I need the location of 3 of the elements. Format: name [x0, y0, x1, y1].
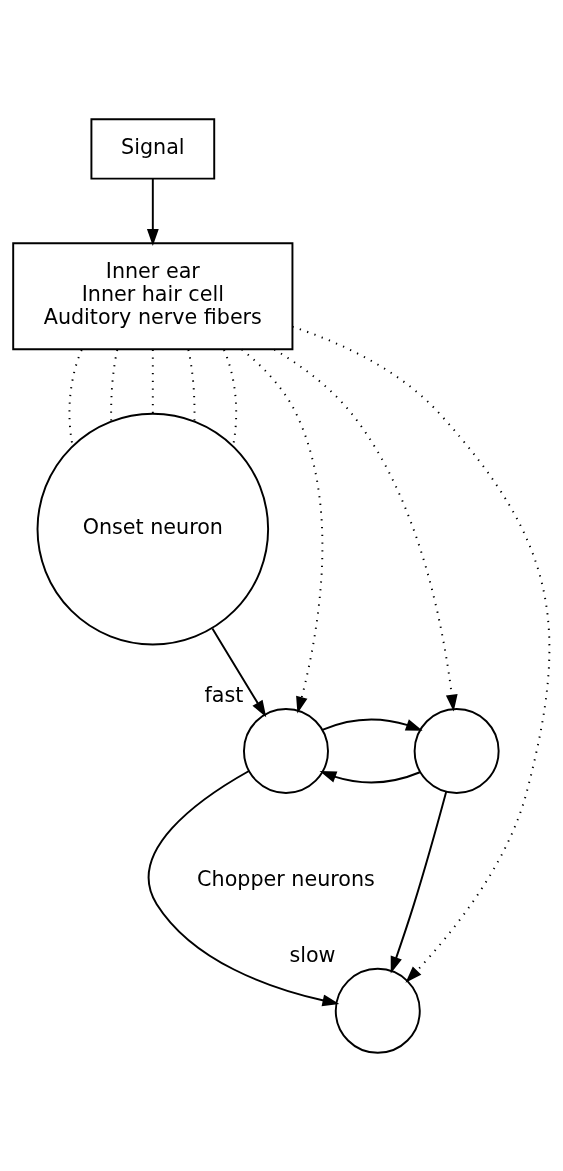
- node-label: slow: [289, 942, 336, 967]
- label: Chopper neurons: [197, 866, 375, 891]
- node-label: fast: [204, 682, 244, 707]
